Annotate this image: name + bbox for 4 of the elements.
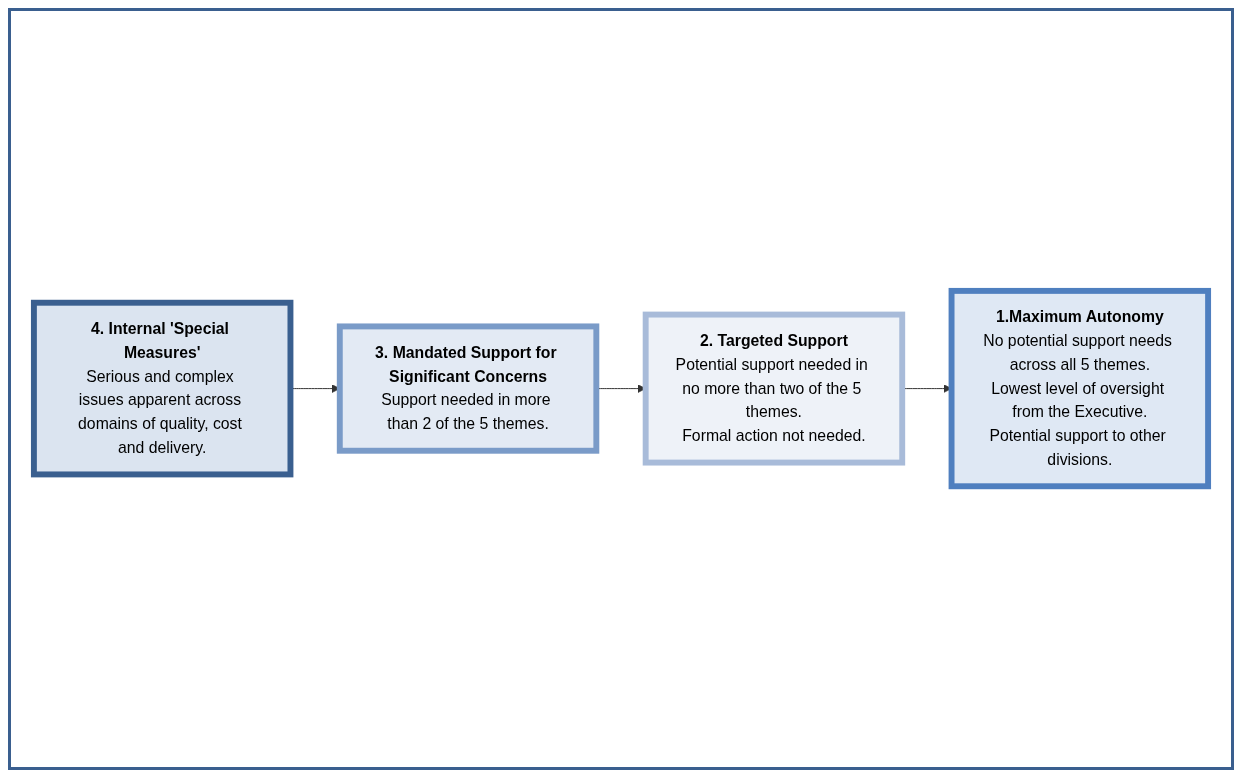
node-box: 4. Internal 'Special Measures' Serious and complex issues apparent across domains of quality, cost and delivery. bbox=[30, 300, 294, 478]
node-box: 1.Maximum Autonomy No potential support needs across all 5 themes. Lowest level of oversight from the Executive. Potential support to other divisions. bbox=[948, 288, 1212, 490]
node-box: 3. Mandated Support for Significant Concerns Support needed in more than 2 of the 5 themes. bbox=[336, 323, 600, 455]
node-box: 2. Targeted Support Potential support needed in no more than two of the 5 themes. Formal action not needed. bbox=[642, 312, 906, 466]
